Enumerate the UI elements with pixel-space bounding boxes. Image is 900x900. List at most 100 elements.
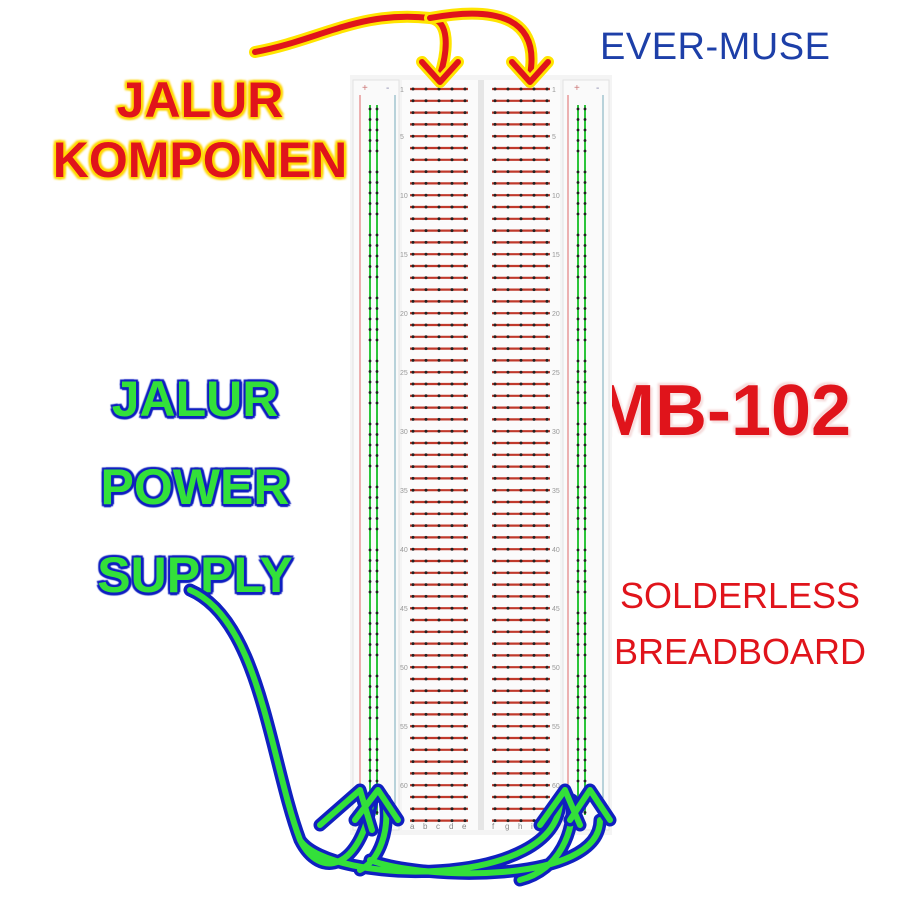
rail-hole — [375, 317, 379, 321]
hole — [519, 111, 523, 115]
hole — [506, 323, 510, 327]
rail-hole — [583, 275, 587, 279]
hole — [437, 594, 441, 598]
hole — [532, 571, 536, 575]
hole — [519, 229, 523, 233]
hole — [493, 347, 497, 351]
hole — [463, 205, 467, 209]
rail-hole — [375, 674, 379, 678]
hole — [532, 111, 536, 115]
hole — [506, 87, 510, 91]
hole — [463, 122, 467, 126]
hole — [506, 111, 510, 115]
hole — [424, 170, 428, 174]
rail-hole — [576, 517, 580, 520]
hole — [545, 618, 549, 622]
rail-hole — [375, 643, 379, 646]
hole — [463, 240, 467, 244]
rail-hole — [375, 653, 379, 657]
hole — [506, 276, 510, 280]
hole — [411, 111, 415, 115]
hole — [411, 571, 415, 575]
rail-hole — [576, 580, 580, 583]
hole — [450, 417, 454, 421]
hole — [463, 807, 467, 811]
hole — [519, 217, 523, 221]
hole — [463, 642, 467, 646]
rail-hole — [375, 811, 379, 814]
hole — [450, 583, 454, 587]
hole — [437, 99, 441, 103]
rail-hole — [576, 265, 580, 268]
hole — [463, 394, 467, 398]
hole — [424, 712, 428, 716]
hole — [450, 535, 454, 539]
rail-hole — [368, 527, 372, 531]
rail-hole — [576, 433, 580, 436]
hole — [519, 653, 523, 657]
hole — [506, 288, 510, 292]
hole — [545, 760, 549, 764]
rail-hole — [576, 464, 580, 468]
hole — [463, 181, 467, 185]
row-number-left: 10 — [400, 193, 408, 200]
hole — [493, 87, 497, 91]
power-arrows — [183, 583, 617, 887]
hole — [463, 87, 467, 91]
hole — [506, 771, 510, 775]
hole — [450, 795, 454, 799]
hole — [506, 807, 510, 811]
hole — [519, 524, 523, 528]
hole — [437, 583, 441, 587]
hole — [519, 358, 523, 362]
hole — [532, 476, 536, 480]
rail-hole — [583, 254, 587, 258]
rail-hole — [576, 254, 580, 258]
rail-hole — [576, 695, 580, 699]
row-number-right: 60 — [552, 783, 560, 790]
hole — [545, 429, 549, 433]
rail-hole — [576, 769, 580, 772]
hole — [519, 736, 523, 740]
hole — [450, 276, 454, 280]
hole — [437, 677, 441, 681]
rail-hole — [368, 370, 372, 373]
rail-hole — [583, 653, 587, 657]
hole — [424, 146, 428, 150]
hole — [532, 146, 536, 150]
hole — [493, 193, 497, 197]
hole — [519, 299, 523, 303]
rail-hole — [375, 737, 379, 741]
rail-hole — [368, 569, 372, 573]
hole — [450, 288, 454, 292]
hole — [519, 382, 523, 386]
rail-hole — [368, 632, 372, 636]
hole — [411, 465, 415, 469]
hole — [506, 748, 510, 752]
hole — [411, 146, 415, 150]
hole — [463, 795, 467, 799]
rail-lines — [368, 105, 587, 815]
rail-hole — [583, 212, 587, 216]
rail-hole — [368, 328, 372, 331]
hole — [463, 170, 467, 174]
hole — [532, 712, 536, 716]
hole — [411, 335, 415, 339]
rail-hole — [583, 674, 587, 678]
hole — [532, 240, 536, 244]
hole — [545, 630, 549, 634]
row-number-right: 25 — [552, 370, 560, 377]
hole — [545, 606, 549, 610]
rail-hole — [375, 265, 379, 268]
hole — [437, 181, 441, 185]
hole — [411, 417, 415, 421]
hole — [532, 665, 536, 669]
rail-hole — [375, 212, 379, 216]
hole — [450, 240, 454, 244]
rail-hole — [576, 590, 580, 594]
rail-hole — [375, 359, 379, 363]
rail-hole — [576, 758, 580, 762]
hole — [411, 299, 415, 303]
rail-hole — [576, 548, 580, 552]
